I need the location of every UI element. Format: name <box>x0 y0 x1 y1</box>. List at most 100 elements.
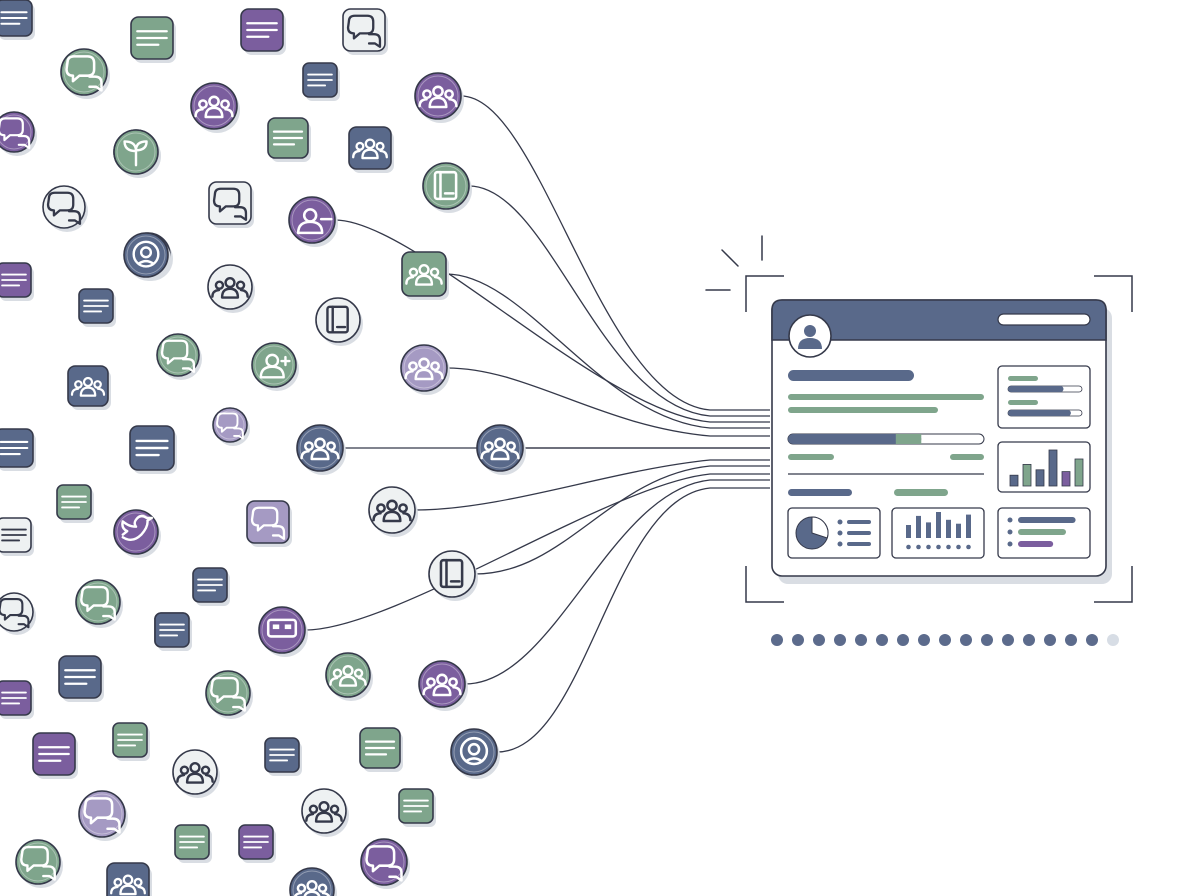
text-lines-icon <box>159 623 185 637</box>
bar-chart-bar-4 <box>1061 471 1071 487</box>
group-icon <box>352 138 388 160</box>
chat-bubbles-icon <box>212 187 248 221</box>
legend-line <box>847 520 871 524</box>
pagination-dot-4 <box>855 634 867 646</box>
connector-line-7 <box>414 459 770 511</box>
source-icon-2 <box>288 196 338 247</box>
stat-label <box>1008 400 1038 405</box>
text-lines-icon <box>1 691 27 705</box>
scatter-icon-33 <box>123 232 171 281</box>
scatter-extra-icon-1 <box>238 824 276 863</box>
column-chart-bar-2 <box>926 522 931 538</box>
column-chart-bar-0 <box>906 525 911 538</box>
chat-bubbles-icon <box>65 55 103 92</box>
group-icon <box>422 673 462 697</box>
group-icon <box>305 800 343 823</box>
text-lines-icon <box>0 440 29 456</box>
text-lines-icon <box>1 273 27 287</box>
list-dot <box>1007 541 1013 547</box>
scatter-icon-19 <box>0 428 36 471</box>
text-lines-icon <box>403 799 429 813</box>
connector-line-10 <box>464 479 770 685</box>
text-lines-icon <box>0 11 28 25</box>
text-lines-icon <box>269 748 295 762</box>
content-title-bar <box>788 370 914 381</box>
pagination-dot-3 <box>834 634 846 646</box>
stat-fill <box>1008 410 1071 416</box>
twitter-bird-icon <box>121 514 154 542</box>
support-agent-icon <box>132 240 160 268</box>
stat-label <box>1008 376 1038 381</box>
chat-bubbles-icon <box>0 117 31 150</box>
text-lines-icon <box>83 299 109 313</box>
text-lines-icon <box>179 835 205 849</box>
pagination-dot-6 <box>897 634 909 646</box>
chat-bubbles-icon <box>83 797 121 834</box>
group-icon <box>329 664 367 687</box>
scatter-extra-icon-7 <box>398 788 436 827</box>
scatter-icon-14 <box>240 8 286 55</box>
add-user-icon <box>259 353 291 379</box>
text-lines-icon <box>364 740 396 756</box>
list-bar <box>1018 517 1076 523</box>
scatter-icon-2 <box>0 111 37 156</box>
scatter-icon-40 <box>359 727 403 772</box>
chat-bubbles-icon <box>46 191 82 225</box>
connector-line-8 <box>474 465 770 575</box>
scatter-icon-30 <box>113 509 161 558</box>
user-message-icon <box>296 208 333 235</box>
scatter-icon-20 <box>0 517 34 556</box>
pie-chart-slice <box>811 516 829 539</box>
scatter-icon-22 <box>56 484 94 523</box>
source-icon-4 <box>400 344 450 395</box>
connector-line-2 <box>334 219 770 423</box>
scatter-icon-6 <box>208 181 254 228</box>
chat-bubbles-icon <box>210 676 246 712</box>
group-icon <box>110 874 146 896</box>
progress-fill-accent <box>895 434 922 444</box>
group-icon <box>293 879 331 896</box>
text-lines-icon <box>61 495 87 509</box>
connector-line-0 <box>460 95 770 411</box>
book-icon <box>433 170 458 201</box>
scatter-icon-0 <box>0 0 35 40</box>
scatter-extra-icon-0 <box>78 790 128 841</box>
pagination-dot-12 <box>1023 634 1035 646</box>
source-icon-10 <box>418 660 468 711</box>
pagination-dot-15 <box>1086 634 1098 646</box>
text-lines-icon <box>272 130 304 146</box>
scatter-icon-25 <box>75 579 123 628</box>
text-lines-icon <box>117 733 143 747</box>
text-lines-icon <box>307 73 333 87</box>
column-chart-dot-1 <box>916 544 921 550</box>
column-chart-dot-6 <box>966 544 971 550</box>
sparkle-lines <box>705 235 763 291</box>
scatter-icon-42 <box>190 82 240 133</box>
column-chart-dot-5 <box>956 544 961 550</box>
legend-line <box>847 531 871 535</box>
connector-line-3 <box>445 273 770 429</box>
scatter-icon-8 <box>302 62 340 101</box>
scatter-extra-icon-5 <box>32 732 78 779</box>
column-chart-dot-3 <box>936 544 941 550</box>
scatter-icon-28 <box>0 680 34 719</box>
scatter-extra-icon-3 <box>15 839 63 888</box>
bar-chart-bar-2 <box>1035 469 1045 487</box>
scatter-extra-icon-8 <box>154 612 192 651</box>
column-chart-dot-0 <box>906 544 911 550</box>
connector-lines <box>304 95 770 753</box>
chat-bubbles-icon <box>365 845 403 882</box>
pagination-dot-14 <box>1065 634 1077 646</box>
column-chart-bar-1 <box>916 515 921 538</box>
group-icon <box>480 437 520 461</box>
text-lines-icon <box>246 22 278 38</box>
chat-bubbles-icon <box>250 506 286 540</box>
text-lines-icon <box>64 669 96 685</box>
scatter-icon-9 <box>130 16 176 63</box>
source-icon-8 <box>428 550 478 601</box>
group-icon <box>300 437 340 461</box>
connected-source-icons <box>258 72 526 779</box>
legend-line <box>847 542 871 546</box>
content-line <box>788 454 834 460</box>
source-icon-11 <box>450 728 500 779</box>
